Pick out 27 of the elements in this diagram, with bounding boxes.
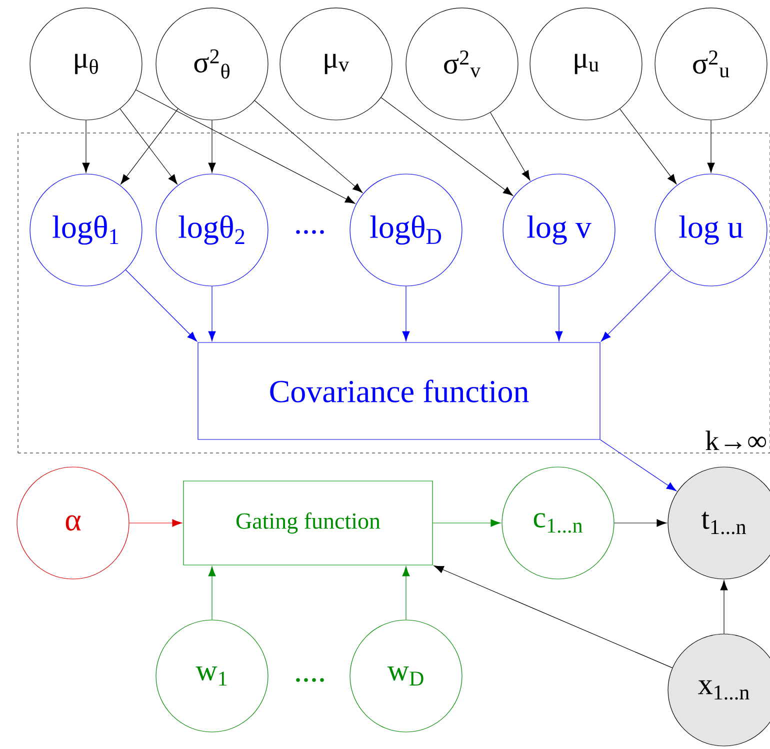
- arrow: [254, 100, 363, 193]
- ellipsis: ....: [296, 678, 324, 682]
- arrow: [555, 286, 563, 342]
- arrow: [402, 566, 410, 620]
- arrow: [208, 286, 216, 342]
- arrow: [600, 270, 672, 342]
- arrow: [208, 566, 216, 620]
- plate-box: [18, 132, 770, 454]
- arrow: [208, 120, 216, 173]
- arrow: [82, 120, 90, 173]
- arrow: [432, 519, 501, 527]
- arrow: [402, 286, 410, 342]
- arrow: [490, 112, 530, 181]
- arrow: [620, 108, 677, 184]
- function-box: Covariance function: [198, 342, 600, 440]
- ellipsis: ....: [296, 230, 324, 234]
- plate-label: k→∞: [706, 430, 766, 450]
- arrow: [720, 580, 728, 634]
- arrow: [707, 120, 715, 173]
- arrow: [600, 440, 677, 492]
- arrow: [380, 97, 514, 196]
- arrow: [125, 270, 198, 342]
- arrow: [136, 90, 356, 204]
- arrow: [434, 566, 673, 668]
- function-box: Gating function: [183, 480, 433, 566]
- arrow: [129, 519, 182, 527]
- arrow: [614, 519, 667, 527]
